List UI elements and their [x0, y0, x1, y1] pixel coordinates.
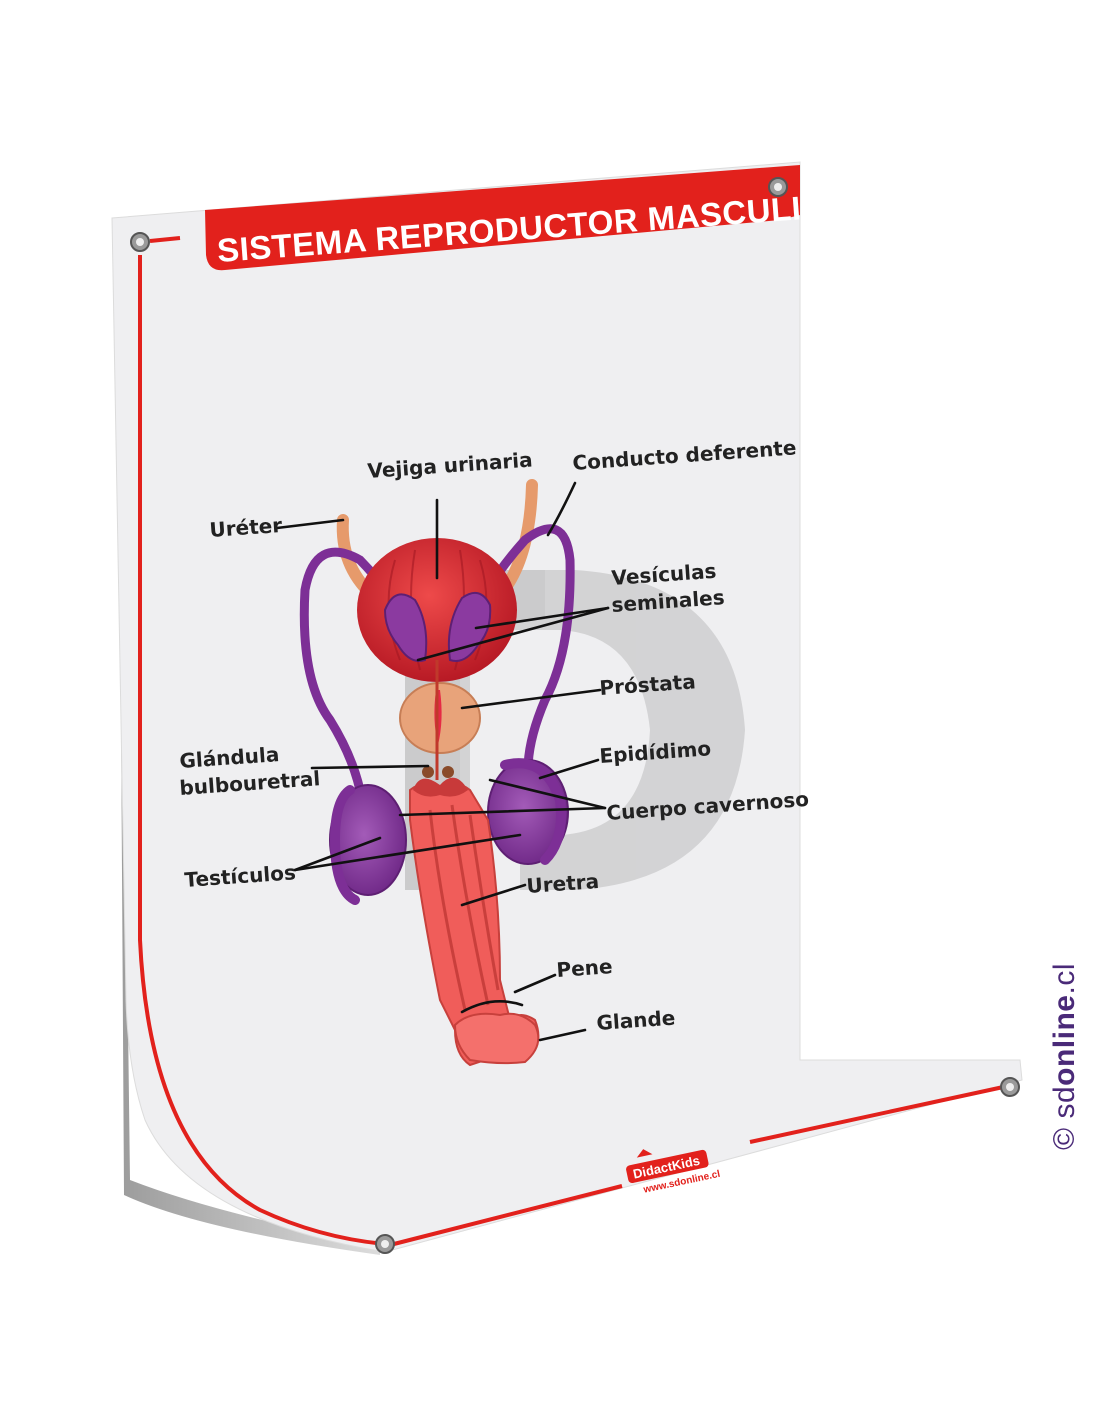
credit-suffix: .cl [1048, 963, 1081, 995]
grommet-icon [1000, 1077, 1020, 1097]
epididymis-left [329, 785, 360, 905]
copyright-credit: © sdonline.cl [1048, 963, 1082, 1150]
border-line-top-short [149, 236, 181, 243]
title-banner [205, 165, 800, 271]
glans-shape [453, 1012, 540, 1065]
seminal-vesicle-right [447, 591, 492, 662]
border-line-bottom-right [749, 1084, 1009, 1144]
grommet-icon [130, 232, 150, 252]
label-ureter: Uréter [209, 513, 283, 542]
border-line-bottom-left [389, 1184, 623, 1247]
label-penis: Pene [556, 954, 614, 982]
seminal-vesicle-left [383, 593, 428, 662]
border-line-left [138, 255, 386, 1246]
copyright-symbol: © [1048, 1127, 1081, 1150]
label-urethra: Uretra [526, 869, 600, 898]
bulbourethral-gland [422, 766, 434, 778]
epididymis-right [500, 758, 566, 865]
bulbourethral-gland [442, 766, 454, 778]
leader-lines [275, 481, 610, 1042]
credit-prefix: sd [1048, 1085, 1081, 1119]
grommet-icon [768, 177, 788, 197]
poster-sheet [111, 161, 1023, 1253]
label-glans: Glande [596, 1006, 676, 1035]
grommet-icon [375, 1234, 395, 1254]
credit-brand: online [1048, 994, 1081, 1086]
cavernous-top [413, 777, 468, 797]
